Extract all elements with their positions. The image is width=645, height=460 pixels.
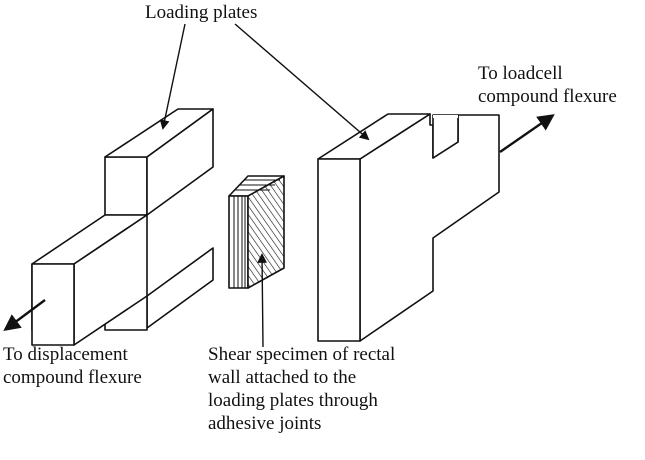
- label-loadcell: To loadcell compound flexure: [478, 62, 617, 108]
- label-loading-plates: Loading plates: [145, 1, 257, 24]
- arrow-to-displacement: [3, 299, 46, 332]
- leader-loading-plates-right: [234, 23, 370, 141]
- leader-specimen: [257, 253, 267, 348]
- label-specimen: Shear specimen of rectal wall attached t…: [208, 343, 395, 435]
- label-specimen-line-1: Shear specimen of rectal: [208, 344, 396, 365]
- label-displacement-line-2: compound flexure: [3, 367, 142, 388]
- left-loading-plate: [31, 108, 214, 346]
- leader-loading-plates-left: [159, 23, 186, 130]
- label-loadcell-line-2: compound flexure: [478, 86, 617, 107]
- arrow-to-loadcell: [499, 114, 555, 153]
- shear-specimen: [228, 175, 285, 289]
- label-displacement-line-1: To displacement: [3, 344, 128, 365]
- right-loading-plate: [317, 113, 500, 342]
- label-specimen-line-2: wall attached to the: [208, 367, 357, 388]
- label-specimen-line-3: loading plates through: [208, 390, 378, 411]
- specimen-layer-lines: [233, 179, 280, 288]
- label-specimen-line-4: adhesive joints: [208, 413, 322, 434]
- label-loadcell-line-1: To loadcell: [478, 63, 563, 84]
- label-displacement: To displacement compound flexure: [3, 343, 142, 389]
- label-loading-plates-text: Loading plates: [145, 2, 258, 23]
